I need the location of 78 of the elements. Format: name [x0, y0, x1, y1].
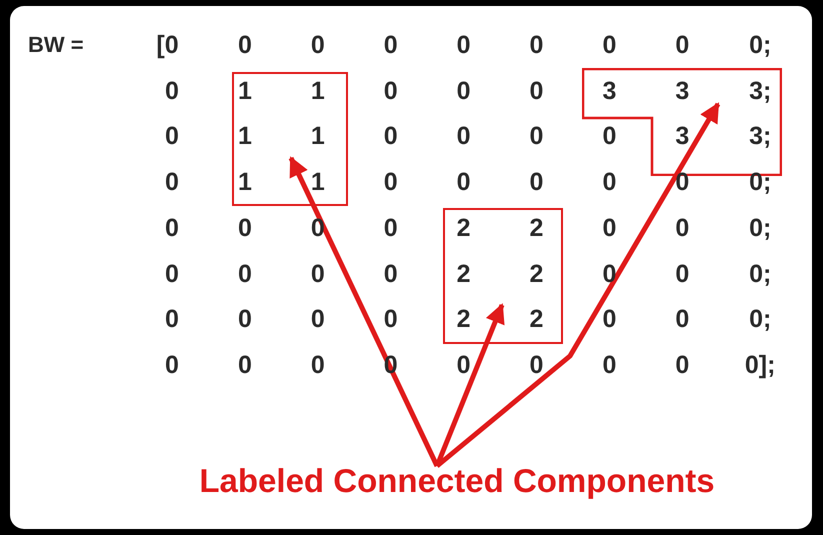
matrix-value: [0	[156, 30, 179, 60]
matrix-name: BW =	[28, 31, 84, 59]
matrix-value: 0;	[749, 304, 772, 334]
matrix-value: 0	[384, 121, 398, 152]
matrix-value: 0	[165, 350, 179, 380]
matrix-value: 0	[456, 30, 471, 60]
matrix-value: 1	[238, 76, 252, 106]
matrix-value: 3;	[749, 76, 772, 106]
matrix-value: 1	[238, 167, 252, 198]
matrix-value: 0	[675, 304, 690, 334]
matrix-value: 0	[310, 30, 325, 60]
matrix-value: 1	[310, 76, 325, 106]
matrix-value: 0;	[749, 258, 772, 288]
matrix-value: 0	[675, 350, 690, 380]
matrix-value: 3	[675, 121, 690, 152]
matrix-value: 2	[530, 212, 544, 243]
matrix-value: 0	[530, 167, 544, 198]
matrix-value: 0	[384, 167, 398, 198]
matrix-value: 0	[456, 76, 471, 106]
matrix-value: 0;	[749, 167, 772, 198]
caption-label: Labeled Connected Components	[112, 462, 802, 508]
matrix-value: 0	[238, 350, 252, 380]
matrix-value: 0	[310, 258, 325, 288]
matrix-value: 0	[238, 304, 252, 334]
matrix-value: 3;	[749, 121, 772, 152]
matrix-value: 2	[530, 258, 544, 288]
matrix-value: 0	[602, 350, 616, 380]
matrix-value: 0	[384, 304, 398, 334]
matrix-value: 2	[530, 304, 544, 334]
matrix-value: 2	[456, 304, 471, 334]
matrix-value: 0	[384, 76, 398, 106]
matrix-value: 0	[602, 258, 616, 288]
matrix-value: 0	[384, 258, 398, 288]
matrix-value: 0	[238, 258, 252, 288]
matrix-value: 0	[165, 76, 179, 106]
matrix-value: 0	[602, 304, 616, 334]
matrix-value: 0	[165, 212, 179, 243]
arrow	[435, 102, 720, 468]
matrix-value: 0;	[749, 212, 772, 243]
matrix-value: 1	[310, 167, 325, 198]
matrix-value: 3	[675, 76, 690, 106]
arrow	[434, 303, 505, 467]
matrix-value: 0	[384, 212, 398, 243]
matrix-value: 0	[530, 350, 544, 380]
matrix-value: 0	[310, 212, 325, 243]
matrix-value: 0	[530, 121, 544, 152]
matrix-value: 0	[238, 30, 252, 60]
matrix-value: 2	[456, 212, 471, 243]
matrix-value: 0	[165, 121, 179, 152]
matrix-value: 0	[675, 167, 690, 198]
matrix-value: 1	[238, 121, 252, 152]
matrix-value: 0	[456, 167, 471, 198]
matrix-value: 0	[530, 30, 544, 60]
region-box	[232, 72, 348, 206]
matrix-value: 0	[165, 258, 179, 288]
matrix-value: 0;	[749, 30, 772, 60]
matrix-value: 0	[238, 212, 252, 243]
matrix-value: 0];	[744, 350, 776, 380]
matrix-value: 0	[602, 167, 616, 198]
matrix-value: 0	[456, 121, 471, 152]
matrix-value: 0	[310, 304, 325, 334]
matrix-value: 0	[165, 304, 179, 334]
region-box	[443, 208, 563, 344]
matrix-value: 0	[384, 30, 398, 60]
matrix-value: 0	[310, 350, 325, 380]
matrix-value: 0	[675, 258, 690, 288]
matrix-value: 0	[675, 30, 690, 60]
matrix-value: 1	[310, 121, 325, 152]
matrix-value: 0	[165, 167, 179, 198]
matrix-value: 3	[602, 76, 616, 106]
matrix-value: 0	[602, 30, 616, 60]
matrix-value: 0	[602, 121, 616, 152]
matrix-value: 0	[456, 350, 471, 380]
matrix-value: 0	[602, 212, 616, 243]
arrow	[288, 156, 440, 468]
matrix-value: 0	[530, 76, 544, 106]
matrix-value: 2	[456, 258, 471, 288]
matrix-value: 0	[675, 212, 690, 243]
